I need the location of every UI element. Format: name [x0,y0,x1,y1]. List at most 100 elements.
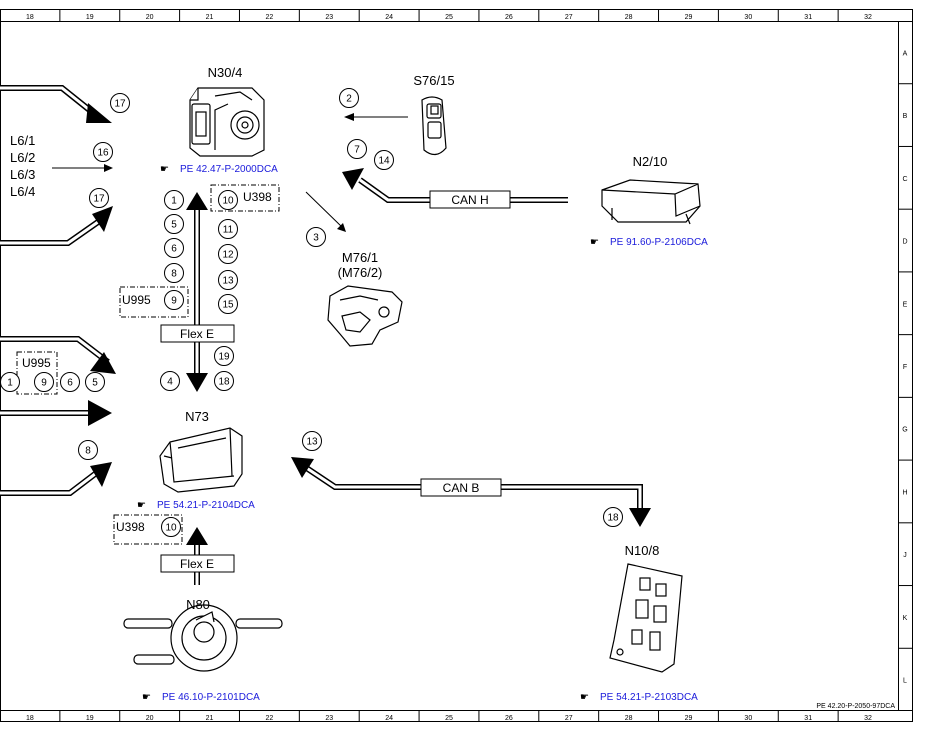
svg-text:17: 17 [93,194,105,205]
svg-text:1: 1 [7,378,13,389]
u995-a-text: U995 [122,293,151,307]
marker-m19: 19 [214,346,234,366]
column-label: 25 [445,715,453,722]
can-b-label: CAN B [443,481,480,495]
l6-2-label: L6/2 [10,150,35,165]
marker-m2: 2 [339,88,359,108]
column-label: 29 [685,14,693,21]
m76-2-label: (M76/2) [338,265,383,280]
marker-m10a: 10 [218,190,238,210]
svg-text:5: 5 [92,378,98,389]
flex-e-box-top: Flex E [160,324,235,343]
arrow-head-5 [90,462,112,487]
option-boxes [16,184,280,545]
marker-m5: 5 [164,214,184,234]
marker-m7: 7 [347,139,367,159]
n2-10-drawing [601,179,701,225]
ref-n30-4[interactable]: ☛ PE 42.47-P-2000DCA [160,164,278,175]
marker-m1l: 1 [0,372,20,392]
wires [0,85,643,585]
arrow-head-can-h [342,168,364,190]
wire-inner [0,86,642,585]
column-label: 20 [146,715,154,722]
marker-m17a: 17 [110,93,130,113]
svg-text:10: 10 [222,196,234,207]
column-label: 30 [744,14,752,21]
column-label: 31 [804,715,812,722]
arrow-head-up-n73 [186,527,208,545]
svg-text:17: 17 [114,99,126,110]
thin-arrow-m76 [305,191,344,229]
column-label: 25 [445,14,453,21]
arrow-head-n10 [629,508,651,527]
marker-m6b: 6 [60,372,80,392]
pointing-hand-icon: ☛ [142,692,151,703]
column-label: 21 [206,715,214,722]
marker-m13a: 13 [218,270,238,290]
column-label: 24 [385,715,393,722]
arrow-head-up-n30 [186,192,208,210]
ref-n80[interactable]: ☛ PE 46.10-P-2101DCA [142,692,260,703]
column-label: 26 [505,715,513,722]
frame-border [0,9,913,722]
marker-m14: 14 [374,150,394,170]
svg-text:3: 3 [313,233,319,244]
ref-link-n80[interactable]: PE 46.10-P-2101DCA [162,692,260,703]
ref-link-n30-4[interactable]: PE 42.47-P-2000DCA [180,164,278,175]
row-label: H [902,489,907,496]
svg-text:1: 1 [171,196,177,207]
column-label: 19 [86,715,94,722]
column-label: 30 [744,715,752,722]
svg-text:19: 19 [218,352,230,363]
marker-m18b: 18 [603,507,623,527]
column-label: 22 [266,14,274,21]
marker-m8a: 8 [164,263,184,283]
ref-n2-10[interactable]: ☛ PE 91.60-P-2106DCA [590,237,708,248]
n80-label: N80 [186,597,210,612]
n2-10-label: N2/10 [633,154,668,169]
marker-m3: 3 [306,227,326,247]
arrow-head-down-n73 [186,373,208,392]
n80-drawing [123,604,283,672]
u995-b-text: U995 [22,356,51,370]
column-label: 23 [325,715,333,722]
arrow-head-can-b [291,457,314,478]
marker-m18a: 18 [214,371,234,391]
pointing-hand-icon: ☛ [160,164,169,175]
pointing-hand-icon: ☛ [137,500,146,511]
svg-text:14: 14 [378,156,390,167]
option-box-u995-b [16,351,58,395]
svg-text:4: 4 [167,377,173,388]
n30-4-drawing [189,87,265,157]
ref-n73[interactable]: ☛ PE 54.21-P-2104DCA [137,500,255,511]
marker-m9b: 9 [34,372,54,392]
svg-text:18: 18 [218,377,230,388]
column-label: 26 [505,14,513,21]
column-label: 23 [325,14,333,21]
n10-8-label: N10/8 [625,543,660,558]
can-h-label: CAN H [451,193,488,207]
svg-text:12: 12 [222,250,234,261]
marker-m5b: 5 [85,372,105,392]
ref-n10-8[interactable]: ☛ PE 54.21-P-2103DCA [580,692,698,703]
ref-link-n2-10[interactable]: PE 91.60-P-2106DCA [610,237,708,248]
column-label: 29 [685,715,693,722]
column-label: 32 [864,715,872,722]
ref-link-n10-8[interactable]: PE 54.21-P-2103DCA [600,692,698,703]
svg-text:8: 8 [85,446,91,457]
column-label: 27 [565,715,573,722]
row-label: A [903,50,908,57]
ref-link-n73[interactable]: PE 54.21-P-2104DCA [157,500,255,511]
flex-e-box-bottom: Flex E [160,554,235,573]
marker-m4: 4 [160,371,180,391]
s76-15-label: S76/15 [413,73,454,88]
row-label: J [903,552,907,559]
svg-text:10: 10 [165,523,177,534]
row-label: D [902,239,907,246]
l6-1-label: L6/1 [10,133,35,148]
marker-m1: 1 [164,190,184,210]
arrow-head-4 [88,400,112,426]
svg-text:13: 13 [306,437,318,448]
